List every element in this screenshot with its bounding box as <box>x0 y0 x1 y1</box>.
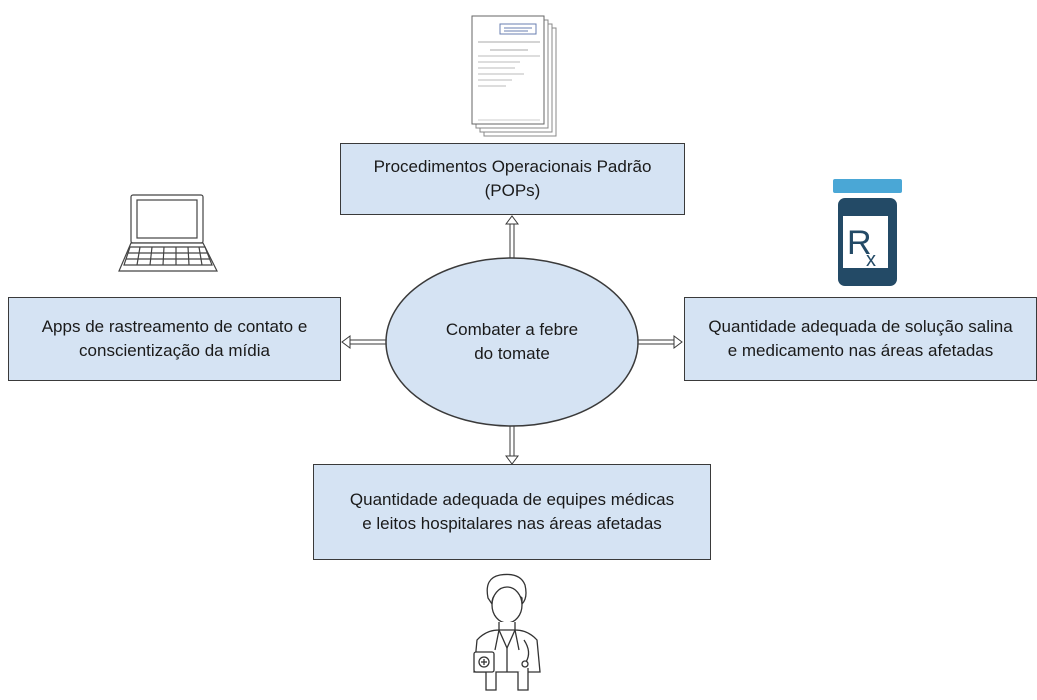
arrow-to-left <box>341 335 386 349</box>
prescription-bottle-icon: R x <box>833 179 902 286</box>
document-stack-icon <box>471 15 557 137</box>
arrow-to-top <box>505 215 519 258</box>
svg-text:x: x <box>866 249 876 271</box>
doctor-icon <box>473 573 541 691</box>
node-contact-tracing-apps-label: Apps de rastreamento de contato e consci… <box>41 317 308 360</box>
node-pops-label: Procedimentos Operacionais Padrão (POPs) <box>373 157 652 200</box>
node-contact-tracing-apps: Apps de rastreamento de contato e consci… <box>8 297 341 381</box>
node-medical-teams-beds-label: Quantidade adequada de equipes médicas e… <box>349 490 675 533</box>
node-saline-medication: Quantidade adequada de solução salina e … <box>684 297 1037 381</box>
arrow-to-bottom <box>505 426 519 465</box>
svg-text:R: R <box>847 224 872 262</box>
node-pops: Procedimentos Operacionais Padrão (POPs) <box>340 143 685 215</box>
center-node-label: Combater a febre do tomate <box>445 320 579 363</box>
arrow-to-right <box>638 335 683 349</box>
node-saline-medication-label: Quantidade adequada de solução salina e … <box>708 317 1013 360</box>
center-node: Combater a febre do tomate <box>386 258 638 426</box>
node-medical-teams-beds: Quantidade adequada de equipes médicas e… <box>313 464 711 560</box>
center-ellipse <box>385 257 639 427</box>
laptop-icon <box>118 194 218 272</box>
